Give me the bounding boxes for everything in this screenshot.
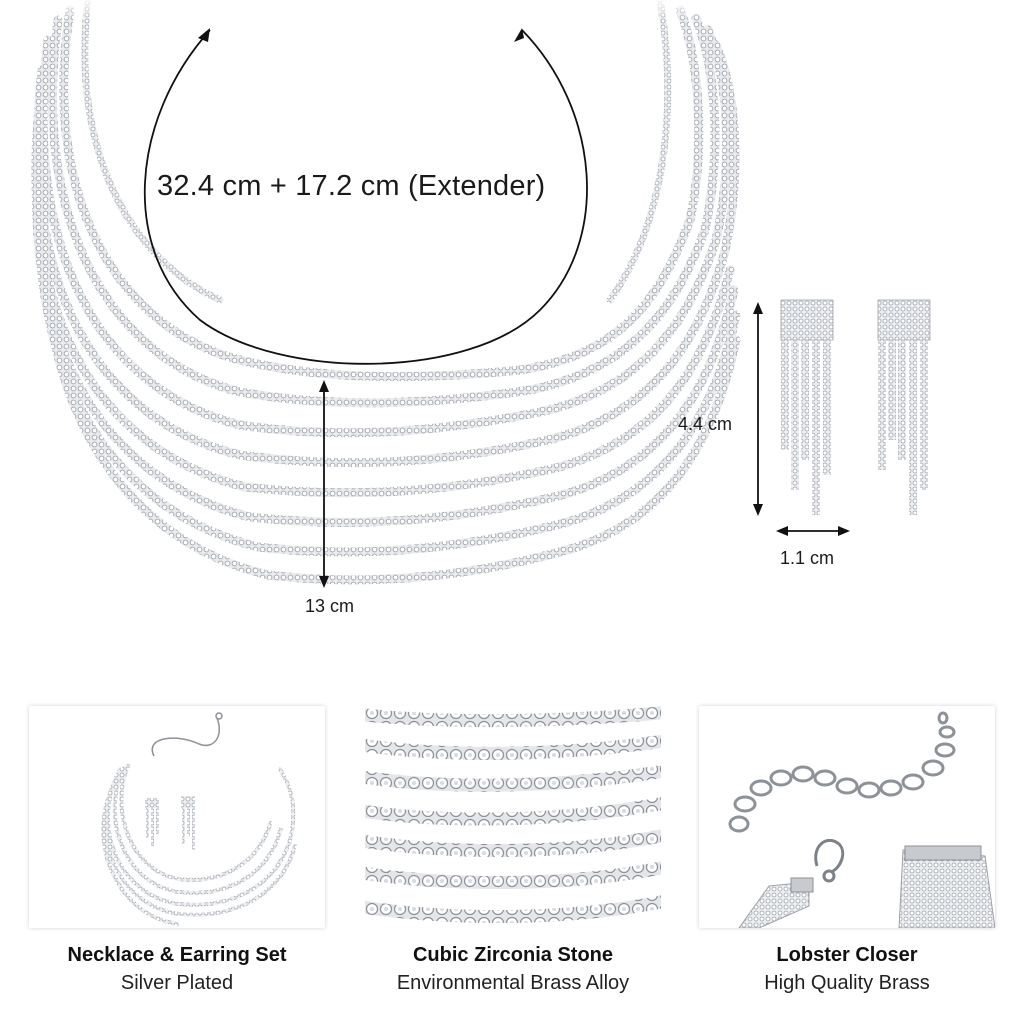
feature-image-set [29,706,325,928]
hero-product-view: 32.4 cm + 17.2 cm (Extender) 13 cm 4.4 c… [0,0,931,616]
length-arc-indicator [143,28,588,365]
feature-image-clasp [699,706,995,928]
feature-subtitle: Silver Plated [120,972,234,994]
feature-caption-clasp: Lobster Closer High Quality Brass [699,942,995,998]
earring-height-arrow [753,302,763,516]
earring-height-label: 4.4 cm [678,414,733,434]
necklace-length-label: 32.4 cm + 17.2 cm (Extender) [157,170,546,202]
earring-width-label: 1.1 cm [780,548,835,568]
earring-left [780,299,834,515]
feature-subtitle: High Quality Brass [764,972,930,994]
feature-image-stones [365,706,661,928]
drop-arrow-indicator [319,380,329,588]
earring-width-arrow [776,526,850,536]
necklace-illustration [0,0,931,588]
necklace-strands [31,5,741,585]
feature-title: Necklace & Earring Set [67,944,287,966]
earring-right [877,299,931,515]
feature-caption-stones: Cubic Zirconia Stone Environmental Brass… [365,942,661,998]
feature-title: Lobster Closer [776,944,918,966]
feature-title: Cubic Zirconia Stone [412,944,614,966]
feature-subtitle: Environmental Brass Alloy [396,972,630,994]
necklace-drop-label: 13 cm [305,596,355,616]
feature-caption-set: Necklace & Earring Set Silver Plated [29,942,325,998]
